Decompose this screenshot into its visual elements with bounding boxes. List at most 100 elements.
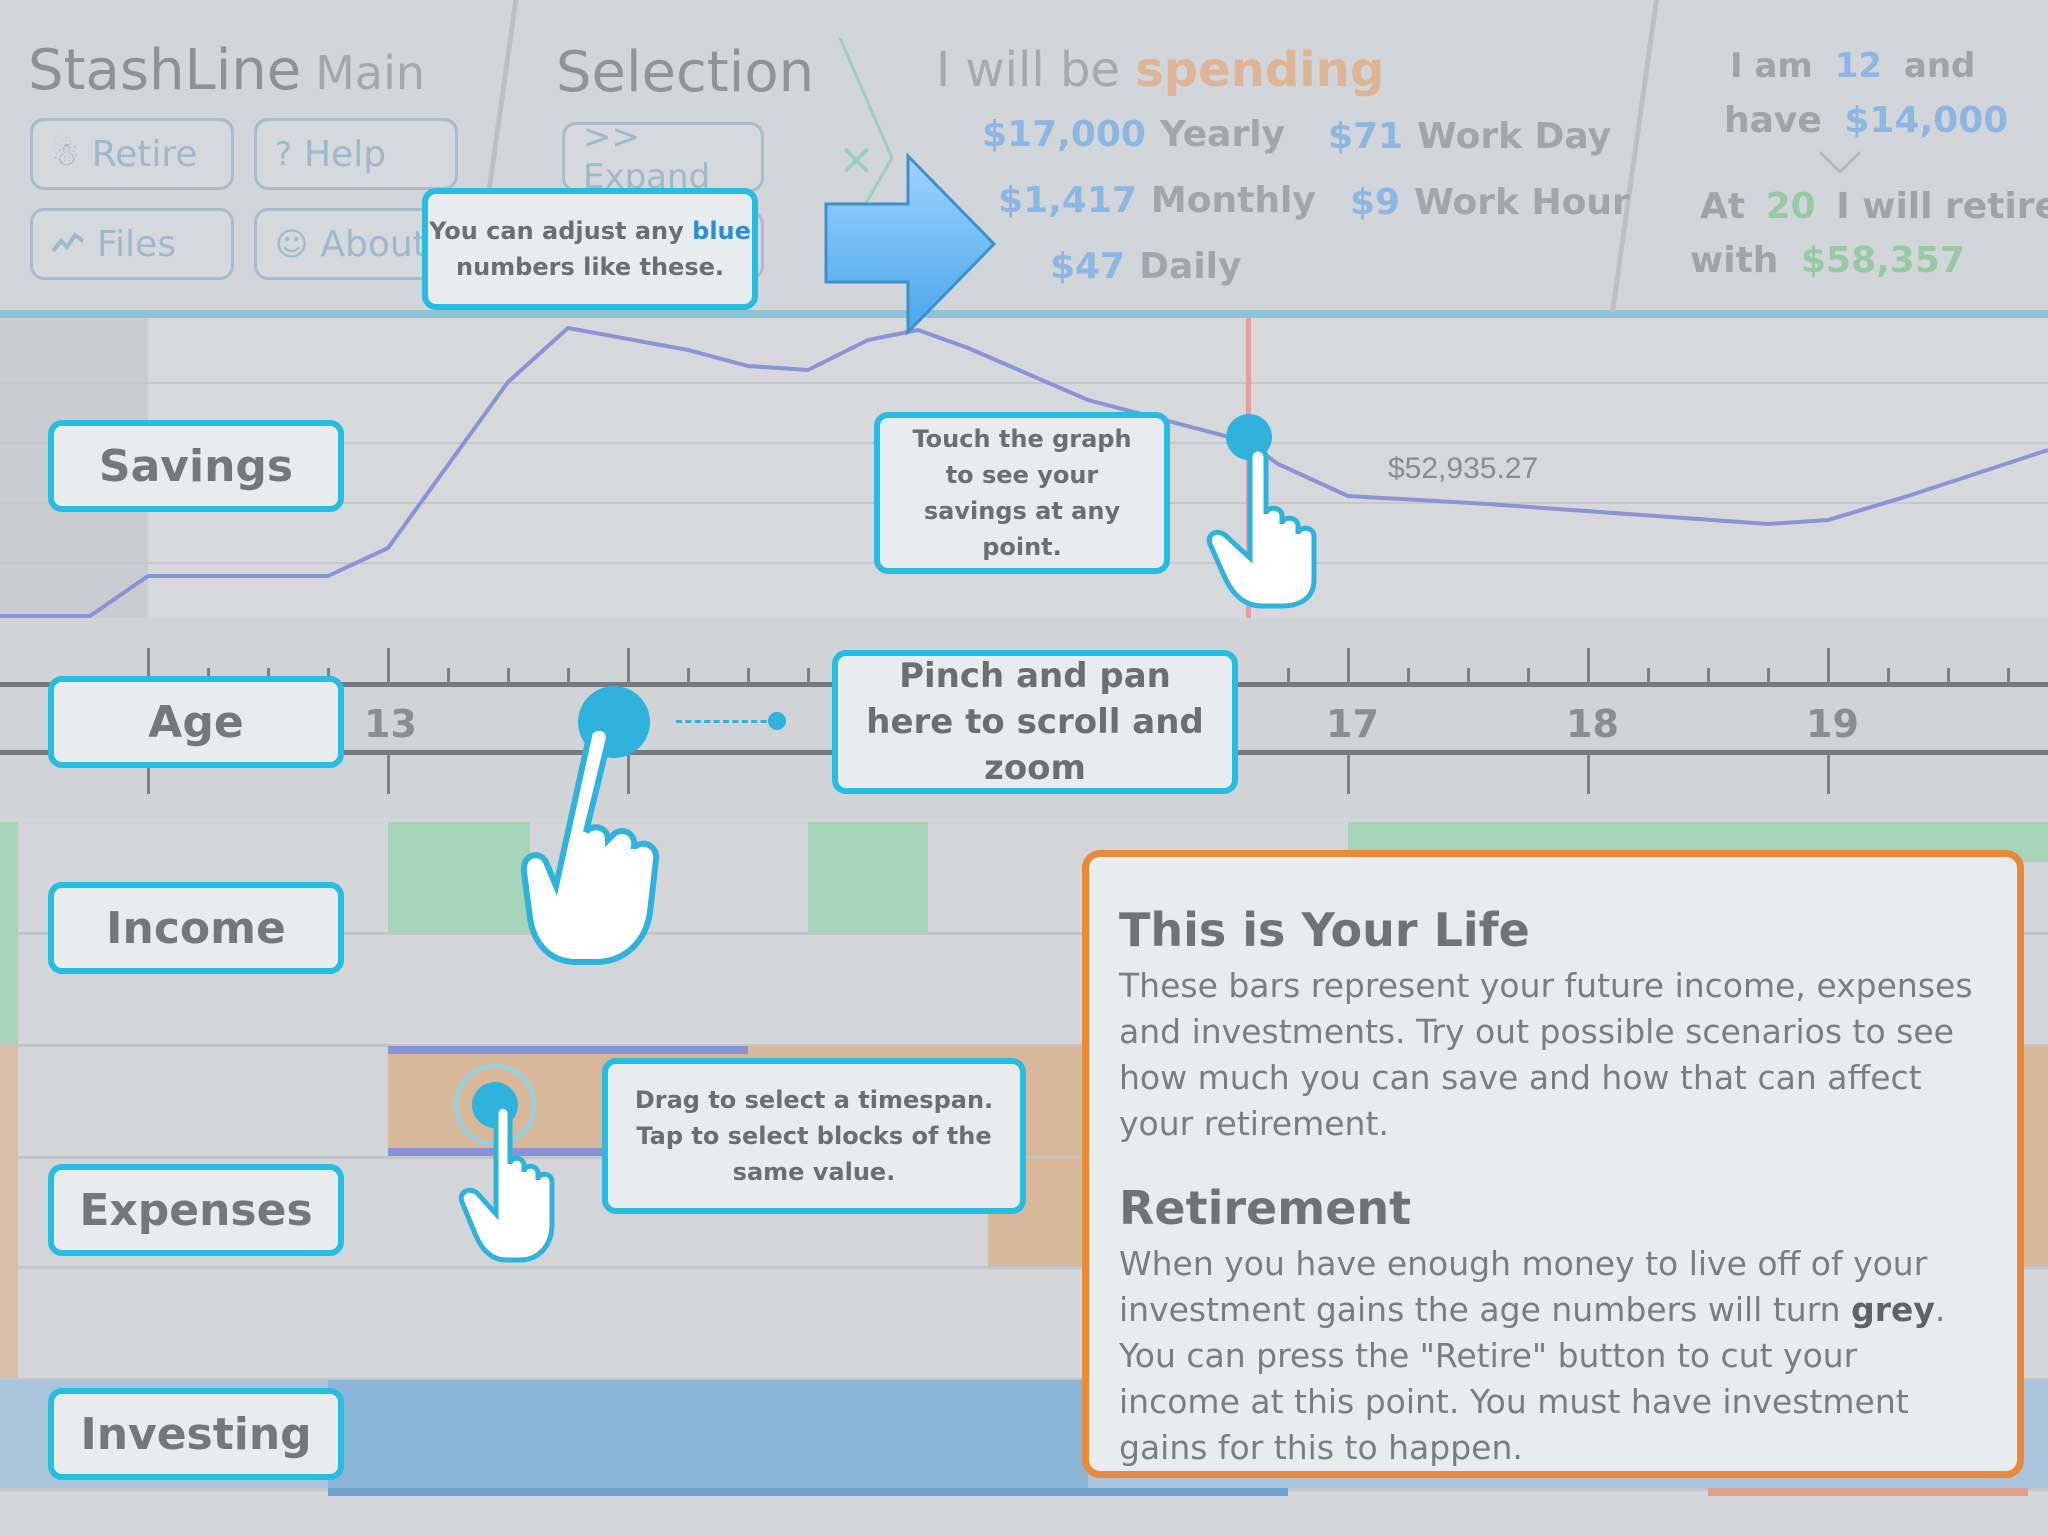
- i-am-label: I am: [1730, 46, 1813, 86]
- graph-gridline: [0, 382, 2048, 384]
- retirement-body-post: .: [1934, 1290, 1946, 1329]
- workhour-stat: $9 Work Hour: [1350, 182, 1630, 223]
- age-tick-minor: [1647, 668, 1650, 684]
- age-tick-minor: [567, 668, 570, 684]
- and-label: and: [1903, 46, 1976, 86]
- age-tick-minor: [1407, 668, 1410, 684]
- income-block[interactable]: [0, 822, 18, 1044]
- savings-readout: $52,935.27: [1388, 452, 1539, 485]
- app-name: StashLine: [28, 38, 302, 103]
- retire-amount-stat: with $58,357: [1690, 240, 1965, 281]
- age-tick-minor: [1887, 668, 1890, 684]
- row-separator: [0, 1044, 2048, 1047]
- help-button[interactable]: ? Help: [254, 118, 458, 190]
- chevron-down-icon: [1818, 150, 1862, 175]
- investing-under-bar: [328, 1488, 1288, 1496]
- age-tick-minor: [687, 668, 690, 684]
- age-row-label: Age: [48, 676, 344, 768]
- investing-block[interactable]: [328, 1380, 1088, 1488]
- pinch-guide-dot: [768, 712, 786, 730]
- life-title: This is Your Life: [1119, 903, 1530, 957]
- age-tick-minor: [507, 668, 510, 684]
- current-age-stat: I am 12 and: [1730, 46, 1975, 86]
- retire-age-value: 20: [1765, 186, 1816, 227]
- retire-age-stat: At 20 I will retire: [1700, 186, 2048, 227]
- age-tick-minor: [1947, 668, 1950, 684]
- pointing-hand-icon: [520, 724, 660, 965]
- daily-value[interactable]: $47: [1050, 246, 1126, 287]
- workhour-value[interactable]: $9: [1350, 182, 1401, 223]
- will-retire-label: I will retire: [1836, 186, 2048, 227]
- chart-icon: [51, 225, 85, 263]
- right-arrow-icon: [824, 152, 997, 336]
- yearly-label: Yearly: [1159, 114, 1286, 155]
- workday-value[interactable]: $71: [1328, 116, 1404, 157]
- current-savings-value[interactable]: $14,000: [1844, 100, 2009, 141]
- age-tick-major: [1587, 648, 1590, 686]
- pointing-hand-icon: [458, 1104, 555, 1263]
- yearly-stat: $17,000 Yearly: [982, 114, 1285, 155]
- age-tick-major: [627, 754, 630, 794]
- expand-button[interactable]: >> Expand: [562, 117, 764, 197]
- income-block[interactable]: [808, 822, 928, 932]
- tip-pinch-pan: Pinch and pan here to scroll and zoom: [832, 650, 1238, 794]
- files-button[interactable]: Files: [30, 208, 234, 280]
- age-tick-minor: [1287, 668, 1290, 684]
- spending-highlight: spending: [1135, 42, 1385, 98]
- tip-blue-numbers-pre: You can adjust any: [429, 217, 684, 245]
- retire-button-label: Retire: [91, 133, 198, 175]
- row-separator: [0, 1266, 2048, 1269]
- workhour-label: Work Hour: [1414, 182, 1630, 223]
- retirement-body: When you have enough money to live off o…: [1119, 1241, 1987, 1471]
- tip-drag-select: Drag to select a timespan. Tap to select…: [602, 1058, 1026, 1214]
- age-tick-minor: [2007, 668, 2010, 684]
- retirement-body-2: You can press the "Retire" button to cut…: [1119, 1336, 1909, 1467]
- age-tick-major: [1827, 754, 1830, 794]
- row-separator: [0, 932, 2048, 935]
- investing-under-bar-alt: [1708, 1488, 2028, 1496]
- piggy-icon: ☃: [51, 135, 80, 173]
- savings-line: [0, 325, 2048, 618]
- age-tick-major: [1347, 754, 1350, 794]
- income-block[interactable]: [388, 822, 530, 932]
- retire-button[interactable]: ☃ Retire: [30, 118, 234, 190]
- age-tick-minor: [807, 668, 810, 684]
- age-tick-major: [387, 754, 390, 794]
- tip-blue-numbers-highlight: blue: [692, 217, 751, 245]
- tip-blue-numbers-post: numbers like these.: [455, 253, 725, 281]
- current-age-value[interactable]: 12: [1834, 46, 1883, 86]
- retirement-title: Retirement: [1119, 1181, 1412, 1235]
- age-label-17: 17: [1326, 702, 1379, 746]
- retire-amount-value: $58,357: [1800, 240, 1965, 281]
- yearly-value[interactable]: $17,000: [982, 114, 1146, 155]
- close-selection-icon[interactable]: ×: [838, 134, 875, 185]
- current-savings-stat: have $14,000: [1724, 100, 2008, 141]
- spending-title: I will be spending: [936, 42, 1384, 98]
- age-tick-major: [147, 648, 150, 686]
- tip-blue-numbers: You can adjust any blue numbers like the…: [422, 188, 758, 310]
- header-divider: [0, 310, 2048, 318]
- selection-bottom-bar: [388, 1148, 748, 1156]
- question-icon: ?: [275, 135, 292, 173]
- about-button-label: About: [320, 223, 427, 265]
- retirement-body-pre: When you have enough money to live off o…: [1119, 1244, 1928, 1329]
- help-button-label: Help: [303, 133, 387, 175]
- age-tick-minor: [1467, 668, 1470, 684]
- life-body: These bars represent your future income,…: [1119, 966, 1973, 1143]
- age-tick-minor: [447, 668, 450, 684]
- age-tick-minor: [1707, 668, 1710, 684]
- investing-row-label: Investing: [48, 1388, 344, 1480]
- monthly-value[interactable]: $1,417: [998, 180, 1137, 221]
- pinch-guide-line: [676, 720, 776, 723]
- age-tick-minor: [1527, 668, 1530, 684]
- age-tick-major: [1587, 754, 1590, 794]
- expense-block[interactable]: [0, 1046, 18, 1378]
- income-row-label: Income: [48, 882, 344, 974]
- age-tick-minor: [1767, 668, 1770, 684]
- expenses-row-label: Expenses: [48, 1164, 344, 1256]
- at-label: At: [1700, 186, 1746, 227]
- savings-row-label: Savings: [48, 420, 344, 512]
